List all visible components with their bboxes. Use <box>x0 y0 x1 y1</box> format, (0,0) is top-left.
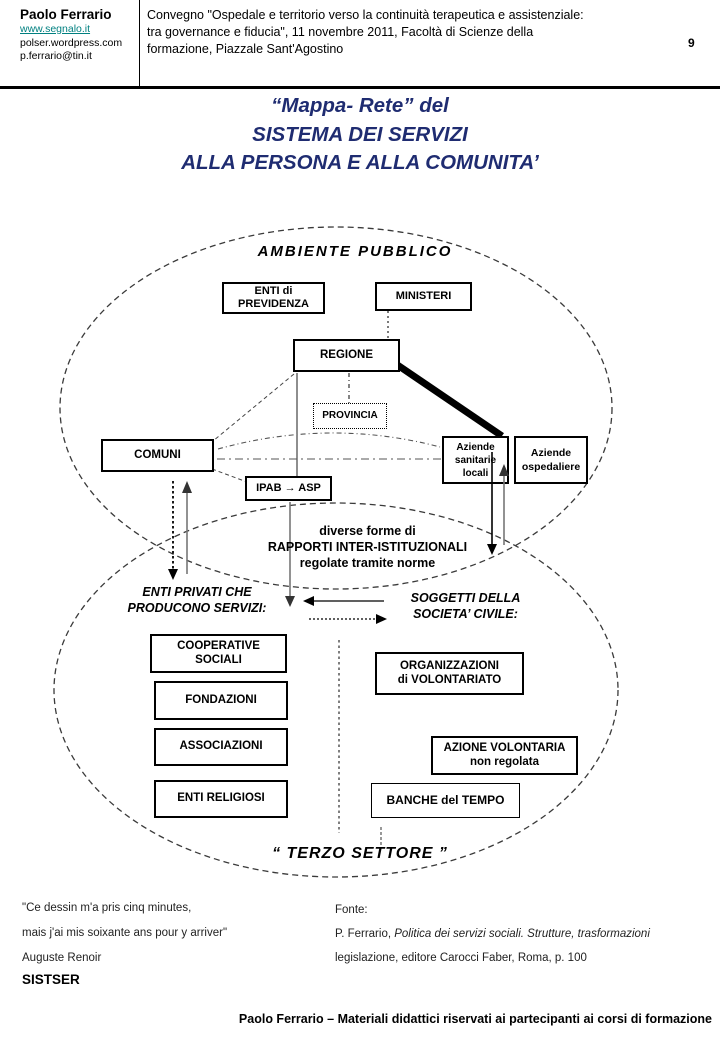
box-enti-previdenza: ENTI di PREVIDENZA <box>222 282 325 314</box>
title-line-3: ALLA PERSONA E ALLA COMUNITA’ <box>181 151 539 174</box>
arrow-aziende-up-head <box>499 464 509 476</box>
box-provincia: PROVINCIA <box>313 403 387 429</box>
box-associazioni: ASSOCIAZIONI <box>154 728 288 766</box>
site-link[interactable]: www.segnalo.it <box>20 23 91 35</box>
box-fondazioni: FONDAZIONI <box>154 681 288 720</box>
arrow-aziende-down-head <box>487 544 497 555</box>
box-banche-tempo: BANCHE del TEMPO <box>371 783 520 818</box>
quote-author: Auguste Renoir <box>22 952 102 964</box>
quote-line-1: "Ce dessin m'a pris cinq minutes, <box>22 902 192 914</box>
footer-credit: Paolo Ferrario – Materiali didattici ris… <box>238 1012 712 1026</box>
title-line-1: “Mappa- Rete” del <box>271 94 449 117</box>
author-name: Paolo Ferrario <box>20 7 112 22</box>
email-link[interactable]: p.ferrario@tin.it <box>20 50 92 62</box>
title-line-2: SISTEMA DEI SERVIZI <box>252 122 468 146</box>
arrow-left-head <box>303 596 314 606</box>
link-comuni-ipab <box>211 468 248 483</box>
box-comuni: COMUNI <box>101 439 214 472</box>
label-soggetti-civile: SOGGETTI DELLA SOCIETA’ CIVILE: <box>410 591 521 621</box>
label-enti-privati: ENTI PRIVATI CHE PRODUCONO SERVIZI: <box>127 585 267 615</box>
page-number: 9 <box>688 36 695 50</box>
label-terzo-settore: “ TERZO SETTORE ” <box>272 845 448 862</box>
label-rapporti-interistituzionali: diverse forme di RAPPORTI INTER-ISTITUZI… <box>267 524 468 570</box>
box-azione-volontaria: AZIONE VOLONTARIA non regolata <box>431 736 578 775</box>
link-regione-comuni <box>212 373 295 442</box>
box-ministeri: MINISTERI <box>375 282 472 311</box>
header-rule <box>0 86 720 89</box>
source-title: Politica dei servizi sociali. Strutture,… <box>394 928 650 940</box>
box-regione: REGIONE <box>293 339 400 372</box>
slide-title: “Mappa- Rete” del SISTEMA DEI SERVIZI AL… <box>0 92 720 178</box>
source-line-2: legislazione, editore Carocci Faber, Rom… <box>335 952 587 964</box>
blog-link[interactable]: polser.wordpress.com <box>20 36 123 49</box>
quote-line-2: mais j'ai mis soixante ans pour y arrive… <box>22 927 228 939</box>
arrow-right-head <box>376 614 387 624</box>
arrow-comuni-up-head <box>182 481 192 493</box>
box-organizzazioni-volontariato: ORGANIZZAZIONI di VOLONTARIATO <box>375 652 524 695</box>
box-aziende-sanitarie: Aziende sanitarie locali <box>442 436 509 484</box>
box-ipab-asp: IPAB → ASP <box>245 476 332 501</box>
box-cooperative-sociali: COOPERATIVE SOCIALI <box>150 634 287 673</box>
ellipse-terzo-settore <box>53 502 619 878</box>
source-reference: P. Ferrario, Politica dei servizi social… <box>335 922 707 946</box>
ellipse-ambiente-pubblico <box>59 226 613 590</box>
arrow-comuni-down-head <box>168 569 178 580</box>
conference-title: Convegno "Ospedale e territorio verso la… <box>147 8 584 56</box>
header-author-block: Paolo Ferrario www.segnalo.it polser.wor… <box>20 6 136 64</box>
arrow-ipab-down-head <box>285 596 295 607</box>
source-block: Fonte: P. Ferrario, Politica dei servizi… <box>335 898 707 970</box>
renoir-quote: "Ce dessin m'a pris cinq minutes, mais j… <box>22 896 227 971</box>
sigla-sistser: SISTSER <box>22 972 80 987</box>
source-label: Fonte: <box>335 904 368 916</box>
link-comuni-provincia-aziende <box>217 432 441 450</box>
label-ambiente-pubblico: AMBIENTE PUBBLICO <box>257 243 453 260</box>
box-aziende-ospedaliere: Aziende ospedaliere <box>514 436 588 484</box>
source-author: P. Ferrario, <box>335 928 395 940</box>
header-divider <box>139 0 140 86</box>
box-enti-religiosi: ENTI RELIGIOSI <box>154 780 288 818</box>
link-regione-aziende-thick <box>394 361 504 439</box>
